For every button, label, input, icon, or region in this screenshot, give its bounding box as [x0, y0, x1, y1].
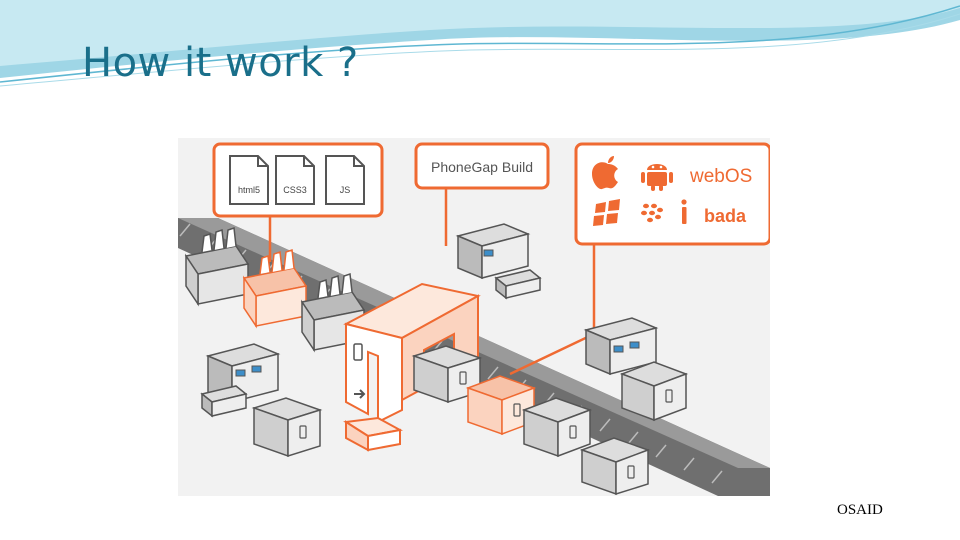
info-icon	[681, 199, 687, 224]
phonegap-build-diagram: html5 CSS3 JS PhoneGap Build	[178, 138, 770, 496]
slide-title: How it work ?	[82, 40, 359, 86]
arrow-right-icon	[354, 389, 366, 399]
file-label-html5: html5	[238, 185, 260, 195]
apple-icon	[592, 156, 618, 190]
html5-file-icon: html5	[229, 155, 269, 205]
platforms-panel: webOS bada	[574, 142, 770, 246]
robot	[455, 223, 542, 300]
slide-footer: OSAID	[837, 502, 883, 518]
file-bin	[184, 226, 250, 307]
app-box	[579, 437, 651, 496]
android-icon	[641, 164, 673, 191]
file-label-js: JS	[340, 185, 351, 195]
app-box-highlighted	[465, 375, 537, 436]
phonegap-build-label: PhoneGap Build	[431, 159, 533, 175]
css3-file-icon: CSS3	[275, 155, 315, 205]
robot	[200, 343, 281, 418]
js-file-icon: JS	[325, 155, 365, 205]
phonegap-build-panel: PhoneGap Build	[414, 142, 550, 190]
file-label-css3: CSS3	[283, 185, 307, 195]
blackberry-icon	[641, 203, 663, 223]
file-bin-highlighted	[242, 248, 308, 329]
header-swoosh	[0, 0, 960, 87]
app-box	[619, 361, 689, 422]
webos-label: webOS	[689, 166, 752, 187]
robot	[583, 317, 659, 376]
app-box	[521, 397, 593, 458]
app-box	[251, 397, 323, 458]
windows-icon	[593, 199, 620, 226]
source-files-panel: html5 CSS3 JS	[212, 142, 384, 218]
phone-icon	[353, 343, 363, 361]
bada-label: bada	[704, 206, 747, 226]
